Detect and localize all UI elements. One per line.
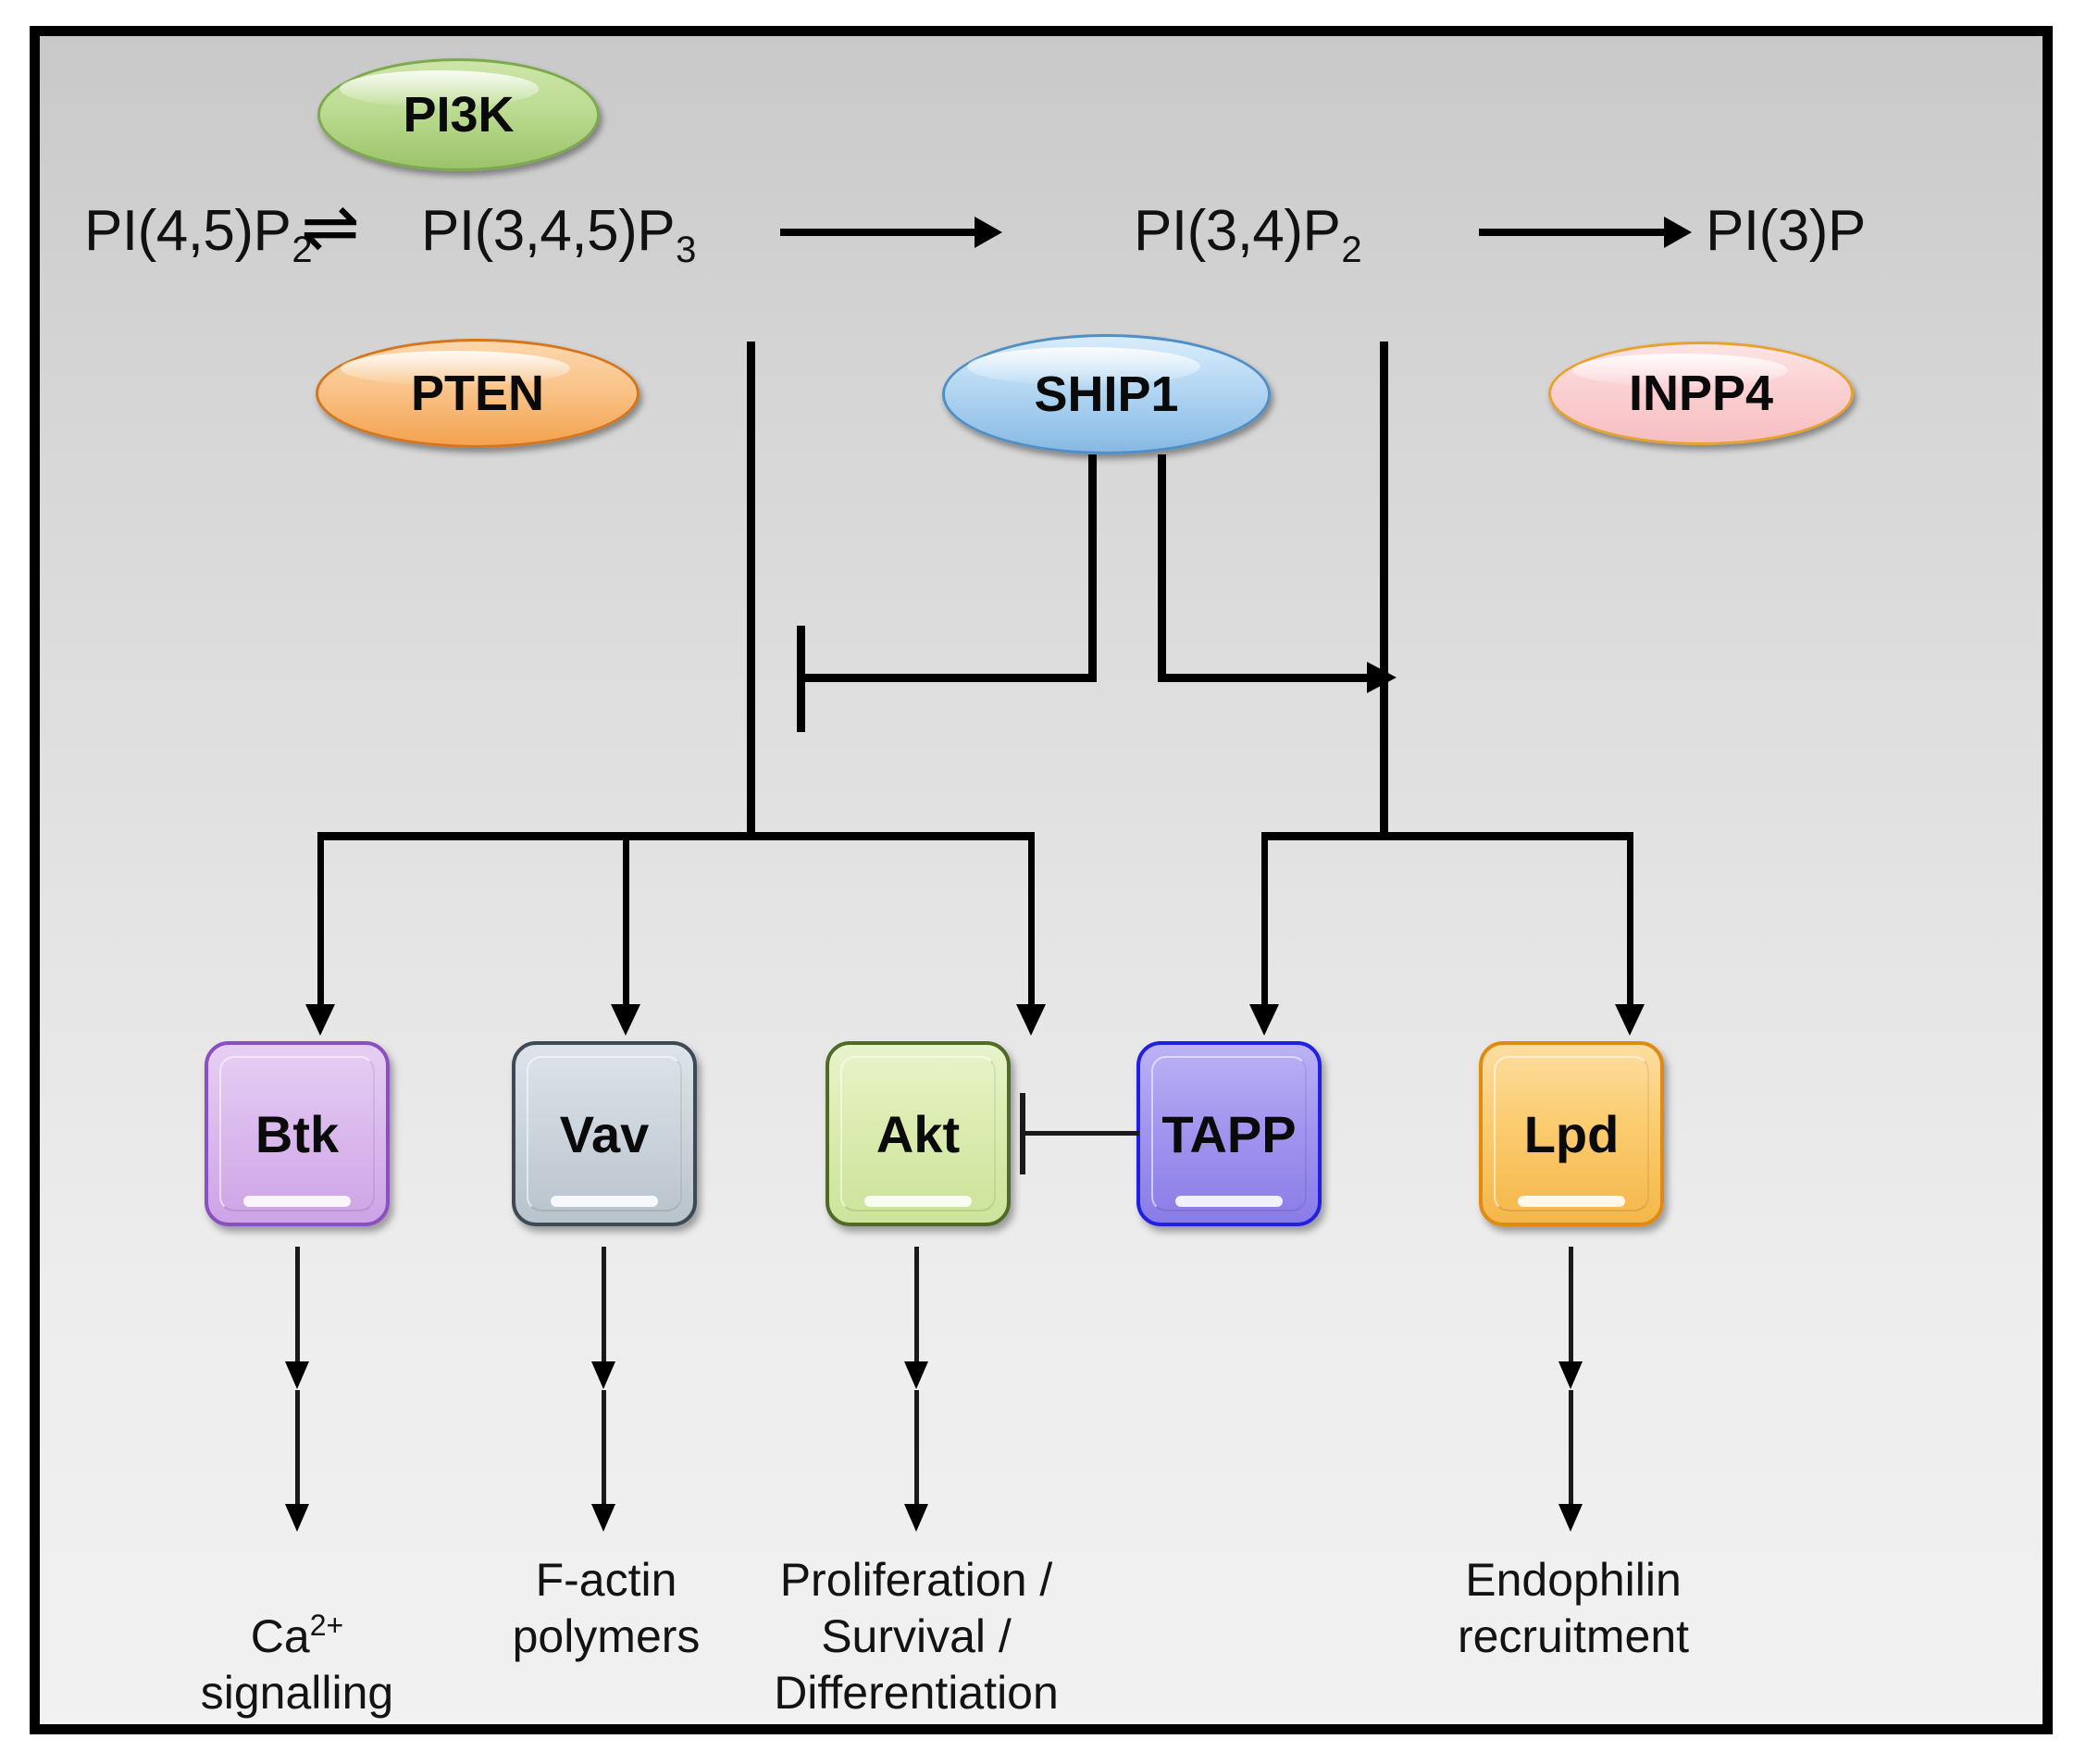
ship1-right-leg [1158, 454, 1166, 681]
vav-downstream-stem-2 [602, 1390, 606, 1510]
lpd-downstream-arrowhead-2-icon [1558, 1504, 1583, 1532]
enzyme-pten-label: PTEN [410, 366, 545, 421]
protein-btk[interactable]: Btk [205, 1041, 390, 1226]
arrow-head [1664, 217, 1692, 248]
ship1-activation-segment [1158, 674, 1371, 682]
akt-downstream-arrowhead-2-icon [904, 1504, 928, 1532]
lipid-pi45p2-base: PI(4,5)P [84, 199, 292, 263]
outcome-ca-signalling: Ca2+ signalling [149, 1552, 445, 1721]
protein-tapp[interactable]: TAPP [1136, 1041, 1322, 1226]
vav-downstream-stem-1 [602, 1247, 606, 1370]
arrow-shaft [1479, 229, 1666, 236]
ship1-inhibition-tbar-icon [797, 626, 805, 732]
lipid-pi45p2: PI(4,5)P2 [84, 203, 313, 269]
protein-akt-label: Akt [875, 1104, 961, 1163]
protein-lpd-label: Lpd [1523, 1104, 1620, 1163]
lipid-pi34p2-sub: 2 [1341, 230, 1362, 270]
pi34p2-to-tapp-arrowhead-icon [1249, 1004, 1279, 1036]
protein-bottom-gloss [243, 1196, 351, 1207]
enzyme-inpp4-label: INPP4 [1628, 366, 1774, 421]
protein-bottom-gloss [1175, 1196, 1283, 1207]
tapp-inhibits-akt-tbar-icon [1020, 1093, 1025, 1174]
vav-downstream-arrowhead-1-icon [591, 1361, 615, 1389]
lipid-pip3-base: PI(3,4,5)P [421, 199, 676, 263]
protein-tapp-label: TAPP [1161, 1104, 1297, 1163]
arrow-head [975, 217, 1002, 248]
pip3-branch-to-akt [1028, 832, 1035, 1008]
pip3-branch-to-vav [623, 832, 629, 1008]
arrow-shaft [780, 229, 976, 236]
protein-akt[interactable]: Akt [826, 1041, 1011, 1226]
lipid-pi45p2-sub: 2 [292, 230, 313, 270]
ship1-left-leg [1088, 454, 1097, 681]
protein-vav[interactable]: Vav [512, 1041, 697, 1226]
enzyme-ship1[interactable]: SHIP1 [942, 334, 1271, 454]
pi34p2-branch-to-lpd [1627, 832, 1633, 1008]
lpd-downstream-stem-1 [1569, 1247, 1573, 1370]
pip3-branch-bus [317, 832, 1035, 840]
btk-downstream-stem-2 [295, 1390, 300, 1510]
pi34p2-branch-bus [1261, 832, 1633, 840]
ship1-inhibition-segment [802, 674, 1097, 682]
akt-downstream-stem-1 [914, 1247, 919, 1370]
protein-lpd[interactable]: Lpd [1479, 1041, 1664, 1226]
lipid-pi34p2-base: PI(3,4)P [1134, 199, 1341, 263]
protein-bottom-gloss [1518, 1196, 1625, 1207]
lipid-pi3p: PI(3)P [1706, 203, 1866, 260]
enzyme-ship1-label: SHIP1 [1034, 366, 1179, 422]
protein-vav-label: Vav [559, 1104, 650, 1163]
akt-downstream-stem-2 [914, 1390, 919, 1510]
enzyme-pi3k[interactable]: PI3K [317, 58, 600, 171]
btk-downstream-arrowhead-2-icon [285, 1504, 309, 1532]
equilibrium-arrow-icon: ⇌ [301, 185, 360, 267]
lipid-pip3: PI(3,4,5)P3 [421, 203, 696, 269]
outcome-endophilin: Endophilin recruitment [1457, 1554, 1690, 1662]
enzyme-pten[interactable]: PTEN [316, 339, 639, 448]
pathway-canvas: PI3K PI(4,5)P2 PI(3,4,5)P3 PI(3,4)P2 PI(… [40, 36, 2043, 1724]
lipid-pi34p2: PI(3,4)P2 [1134, 203, 1362, 269]
pi34p2-branch-to-tapp [1261, 832, 1268, 1008]
vav-downstream-arrowhead-2-icon [591, 1504, 615, 1532]
outcome-proliferation: Proliferation / Survival / Differentiati… [774, 1554, 1059, 1719]
protein-btk-label: Btk [255, 1104, 340, 1163]
outcome-ca-base: Ca [250, 1610, 310, 1662]
btk-downstream-stem-1 [295, 1247, 300, 1370]
protein-bottom-gloss [551, 1196, 658, 1207]
pip3-main-stem [747, 342, 755, 832]
lipid-pi3p-base: PI(3)P [1706, 199, 1866, 263]
lipid-pip3-sub: 3 [676, 230, 696, 270]
lpd-downstream-arrowhead-1-icon [1558, 1361, 1583, 1389]
btk-downstream-arrowhead-1-icon [285, 1361, 309, 1389]
pathway-figure-frame: PI3K PI(4,5)P2 PI(3,4,5)P3 PI(3,4)P2 PI(… [30, 26, 2053, 1734]
pip3-to-akt-arrowhead-icon [1016, 1004, 1046, 1036]
outcome-ca-superscript: 2+ [309, 1609, 344, 1642]
pi34p2-to-lpd-arrowhead-icon [1615, 1004, 1645, 1036]
pip3-to-btk-arrowhead-icon [305, 1004, 335, 1036]
pip3-branch-to-btk [317, 832, 324, 1008]
enzyme-inpp4[interactable]: INPP4 [1548, 342, 1854, 445]
lpd-downstream-stem-2 [1569, 1390, 1573, 1510]
tapp-inhibits-akt-segment [1023, 1131, 1139, 1136]
outcome-ca-rest: signalling [200, 1667, 394, 1719]
pip3-to-vav-arrowhead-icon [611, 1004, 640, 1036]
protein-bottom-gloss [864, 1196, 972, 1207]
akt-downstream-arrowhead-1-icon [904, 1361, 928, 1389]
ship1-activation-arrowhead-icon [1367, 662, 1397, 693]
pi34p2-main-stem [1380, 342, 1388, 832]
enzyme-pi3k-label: PI3K [403, 87, 515, 143]
outcome-f-actin: F-actin polymers [512, 1554, 701, 1662]
